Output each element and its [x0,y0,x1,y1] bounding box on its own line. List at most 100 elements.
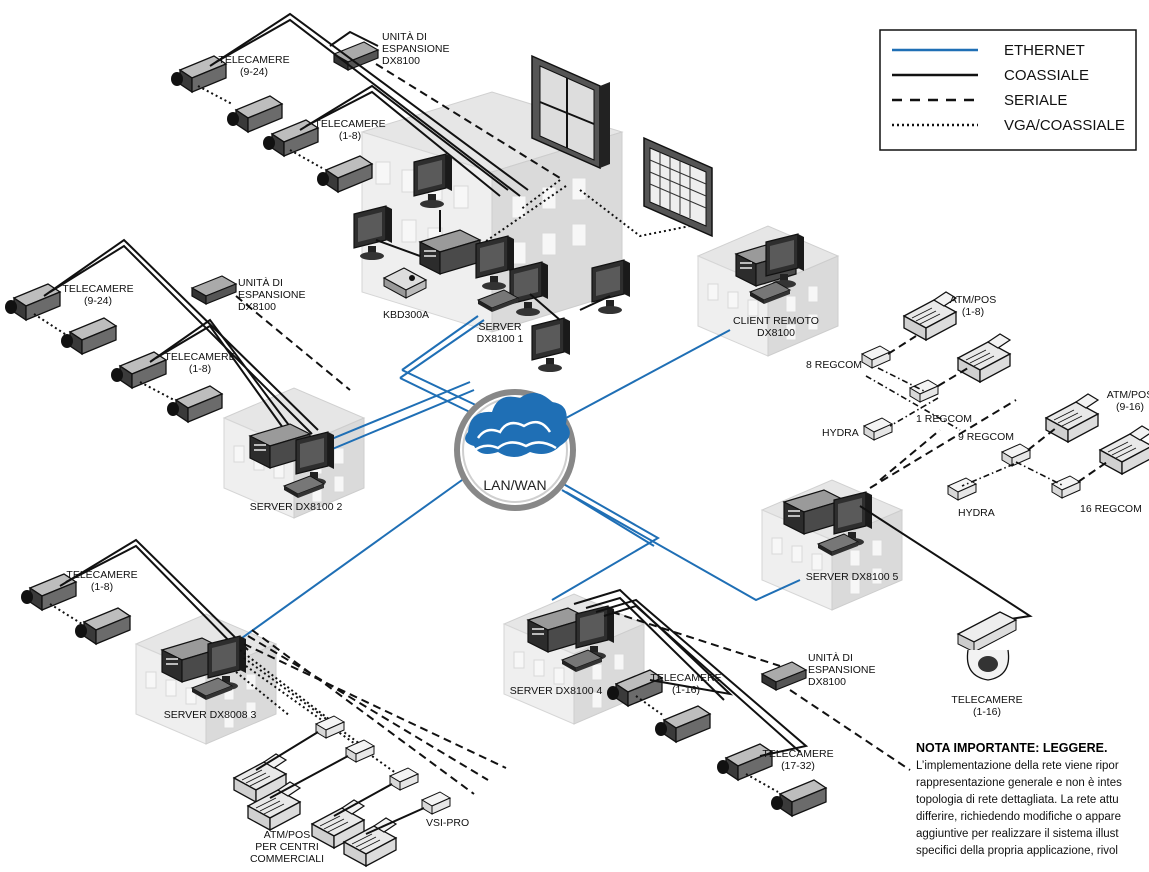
site2-expansion-unit-icon [191,275,237,305]
label-server1-2: DX8100 1 [477,333,524,345]
site3-vga-link [49,603,83,625]
label-ptz-cameras-range: (1-16) [973,706,1001,718]
label-server5: SERVER DX8100 5 [806,571,899,583]
site4-vga-links [635,695,779,793]
label-site4-expansion-3: DX8100 [808,676,846,688]
vsi-pro-box-icon [421,791,451,815]
label-site1-cameras-9-24-range: (9-24) [240,66,268,78]
label-vsi-pro: VSI-PRO [426,817,469,829]
label-hydra1: HYDRA [822,427,859,439]
hydra-box-icon [863,417,893,441]
label-regcom1: 1 REGCOM [916,413,972,425]
atm-pos-register-icon [1045,393,1099,443]
note-line: L’implementazione della rete viene ripor [916,760,1119,772]
note-line: specifici della propria applicazione, ri… [916,845,1118,857]
legend: ETHERNET COASSIALE SERIALE VGA/COASSIALE [879,29,1137,151]
diagram-labels: TELECAMERE (9-24) UNITÀ DI ESPANSIONE DX… [62,30,1149,865]
label-hydra2: HYDRA [958,507,995,519]
regcom-box-icon [1051,475,1081,499]
label-regcom8: 8 REGCOM [806,359,862,371]
camera-icon [74,607,131,645]
label-site3-cameras: TELECAMERE [66,569,137,581]
regcom-box-icon [345,739,375,763]
camera-icon [226,95,283,133]
legend-label-serial: SERIALE [1004,92,1067,109]
site1-vga-links [197,85,323,169]
site1-vga-to-walls [475,179,691,249]
regcom-chain-links [877,367,1065,487]
atm-pos-register-icon [903,291,957,341]
site1-coax-links [209,12,529,197]
note-line: aggiuntive per realizzare il sistema ill… [916,828,1119,840]
atm-pos-register-icon [1099,425,1149,475]
note-line: rappresentazione generale e non è intes [916,777,1122,789]
label-server1-1: SERVER [479,321,522,333]
note-line: differire, richiedendo modifiche o appar… [916,811,1121,823]
site5-hydra-link [865,375,961,431]
camera-icon [60,317,117,355]
label-atm3-1: ATM/POS [264,829,310,841]
site4-expansion-unit-icon [761,661,807,691]
regcom-box-icon [909,379,939,403]
label-site1-expansion-3: DX8100 [382,55,420,67]
label-site2-cameras-9-24-range: (9-24) [84,295,112,307]
legend-label-ethernet: ETHERNET [1004,42,1085,59]
site3-register-links [255,731,425,835]
label-site2-expansion-1: UNITÀ DI [238,276,283,289]
site5-serial-link-a [879,429,941,481]
label-site2-cameras-1-8-range: (1-8) [189,363,211,375]
label-site1-expansion-1: UNITÀ DI [382,30,427,43]
label-server2: SERVER DX8100 2 [250,501,343,513]
label-remote-client-2: DX8100 [757,327,795,339]
atm-pos-register-icon [957,333,1011,383]
label-site1-cameras-1-8-range: (1-8) [339,130,361,142]
label-site2-cameras-1-8: TELECAMERE [164,351,235,363]
label-site2-cameras-9-24: TELECAMERE [62,283,133,295]
label-site4-expansion-1: UNITÀ DI [808,651,853,664]
hub-label: LAN/WAN [483,477,546,493]
label-atm1-2: (1-8) [962,306,984,318]
video-wall-icon [531,54,610,170]
lan-wan-cloud: LAN/WAN [454,389,576,511]
monitor-icon [531,317,571,373]
site2-vga-links [33,313,175,401]
keypad-wall-icon [643,136,713,238]
label-server3: SERVER DX8008 3 [164,709,257,721]
label-site4-cameras-17-32: TELECAMERE [762,748,833,760]
note-title: NOTA IMPORTANTE: LEGGERE. [916,741,1107,755]
label-regcom16: 16 REGCOM [1080,503,1142,515]
label-site4-cameras-1-16: TELECAMERE [650,672,721,684]
label-site2-expansion-3: DX8100 [238,301,276,313]
label-site4-expansion-2: ESPANSIONE [808,664,876,676]
label-remote-client-1: CLIENT REMOTO [733,315,819,327]
camera-icon [770,779,827,817]
note-line: topologia di rete dettagliata. La rete a… [916,794,1119,806]
site1-expansion-unit-icon [333,41,379,71]
label-regcom9: 9 REGCOM [958,431,1014,443]
legend-label-vga: VGA/COASSIALE [1004,117,1125,134]
label-ptz-cameras: TELECAMERE [951,694,1022,706]
atm-serial-links [887,335,1111,483]
legend-label-coax: COASSIALE [1004,67,1089,84]
ptz-camera-icon [956,611,1018,681]
important-note: NOTA IMPORTANTE: LEGGERE. L’implementazi… [916,741,1122,857]
server1-internal-links [375,210,611,321]
label-kbd300a: KBD300A [383,309,429,321]
site2-serial-link [235,295,351,391]
label-atm2-2: (9-16) [1116,401,1144,413]
building-server3 [135,613,277,745]
site5-serial-link-b [869,399,1017,489]
label-site1-expansion-2: ESPANSIONE [382,43,450,55]
label-site1-cameras-9-24: TELECAMERE [218,54,289,66]
label-site3-cameras-range: (1-8) [91,581,113,593]
label-atm2-1: ATM/POS [1107,389,1149,401]
monitor-icon [591,259,631,315]
label-atm3-3: COMMERCIALI [250,853,324,865]
label-atm3-2: PER CENTRI [255,841,319,853]
kbd300a-keyboard-icon [382,267,428,299]
site3-coax-links [59,538,249,655]
site2-coax-links [43,238,319,447]
label-site2-expansion-2: ESPANSIONE [238,289,306,301]
